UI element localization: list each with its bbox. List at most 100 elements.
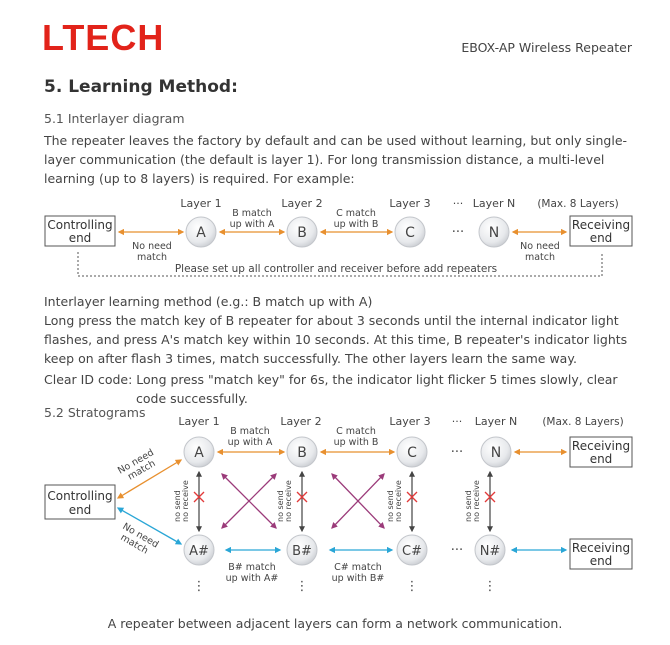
svg-text:C#: C#	[402, 544, 422, 559]
svg-text:no receive: no receive	[284, 480, 293, 522]
layer-n-label: Layer N	[473, 197, 515, 210]
svg-text:⋮: ⋮	[296, 579, 309, 594]
clear-id-line: Clear ID code: Long press "match key" fo…	[44, 372, 618, 387]
svg-text:C: C	[407, 445, 417, 461]
svg-text:N#: N#	[480, 544, 501, 559]
svg-text:up with A: up with A	[230, 219, 275, 230]
svg-text:Layer N: Layer N	[475, 415, 517, 428]
svg-text:No need: No need	[132, 241, 172, 252]
svg-text:end: end	[590, 231, 613, 245]
svg-text:no receive: no receive	[472, 480, 481, 522]
repeater-node-a: A	[185, 216, 217, 248]
subsection-title-5-2: 5.2 Stratograms	[44, 405, 146, 420]
ellipsis: ···	[452, 225, 464, 240]
svg-text:match: match	[137, 252, 167, 263]
setup-bracket	[77, 252, 603, 277]
svg-text:···: ···	[453, 197, 464, 210]
repeater-node-b: B	[286, 216, 318, 248]
svg-text:no receive: no receive	[394, 480, 403, 522]
svg-text:Receiving: Receiving	[572, 439, 630, 453]
svg-text:Layer 2: Layer 2	[280, 415, 321, 428]
svg-text:···: ···	[451, 543, 463, 558]
svg-text:up with A#: up with A#	[226, 573, 279, 584]
method-title: Interlayer learning method (e.g.: B matc…	[44, 294, 373, 309]
svg-text:B match: B match	[232, 208, 272, 219]
svg-text:⋮: ⋮	[406, 579, 419, 594]
red-cross-marks	[193, 491, 496, 503]
svg-text:···: ···	[451, 445, 463, 460]
repeater-node-b-hash: B#	[286, 534, 318, 566]
svg-text:up with A: up with A	[228, 437, 273, 448]
svg-text:C match: C match	[336, 208, 376, 219]
layer-1-label: Layer 1	[180, 197, 221, 210]
intro-paragraph: The repeater leaves the factory by defau…	[44, 133, 628, 186]
svg-text:end: end	[69, 503, 92, 517]
svg-text:Layer 1: Layer 1	[178, 415, 219, 428]
svg-text:no send: no send	[276, 490, 285, 522]
blue-arrows	[116, 507, 568, 554]
svg-text:no send: no send	[173, 490, 182, 522]
repeater-node-b: B	[286, 436, 318, 468]
svg-text:match: match	[525, 252, 555, 263]
svg-text:(Max. 8 Layers): (Max. 8 Layers)	[542, 416, 623, 428]
controlling-end-box: Controlling end	[44, 215, 116, 247]
repeater-node-n: N	[480, 436, 512, 468]
receiving-end-box-top: Receiving end	[569, 436, 633, 468]
svg-text:up with B#: up with B#	[332, 573, 385, 584]
svg-text:N: N	[491, 445, 501, 461]
svg-text:no send: no send	[386, 490, 395, 522]
svg-text:up with B: up with B	[334, 437, 379, 448]
svg-text:C: C	[405, 225, 415, 241]
svg-text:end: end	[69, 231, 92, 245]
repeater-node-c-hash: C#	[396, 534, 428, 566]
receiving-end-box: Receiving end	[569, 215, 633, 247]
svg-text:Controlling: Controlling	[47, 218, 112, 232]
subsection-title-5-1: 5.1 Interlayer diagram	[44, 111, 185, 126]
product-name: EBOX-AP Wireless Repeater	[461, 40, 632, 55]
svg-text:C# match: C# match	[334, 562, 382, 573]
svg-text:Controlling: Controlling	[47, 489, 112, 503]
layer-2-label: Layer 2	[281, 197, 322, 210]
svg-text:up with B: up with B	[334, 219, 379, 230]
svg-text:no receive: no receive	[181, 480, 190, 522]
interlayer-diagram: Controlling end Receiving end Layer 1 La…	[44, 197, 633, 277]
method-block: Interlayer learning method (e.g.: B matc…	[44, 292, 644, 408]
svg-text:B: B	[297, 445, 307, 461]
svg-text:Layer 3: Layer 3	[389, 415, 430, 428]
svg-text:···: ···	[452, 415, 463, 428]
svg-text:B: B	[297, 225, 307, 241]
svg-text:A: A	[196, 225, 206, 241]
receiving-end-box-bottom: Receiving end	[569, 538, 633, 570]
svg-text:no send: no send	[464, 490, 473, 522]
svg-text:C match: C match	[336, 426, 376, 437]
clear-id-line-2: code successfully.	[136, 391, 248, 406]
repeater-node-n-hash: N#	[474, 534, 506, 566]
svg-text:A#: A#	[189, 544, 209, 559]
svg-text:⋮: ⋮	[193, 579, 206, 594]
svg-text:end: end	[590, 452, 613, 466]
svg-text:end: end	[590, 554, 613, 568]
svg-text:Receiving: Receiving	[572, 541, 630, 555]
ltech-logo: LTECH	[42, 17, 165, 58]
setup-note: Please set up all controller and receive…	[175, 263, 497, 275]
svg-text:N: N	[489, 225, 499, 241]
method-text: Long press the match key of B repeater f…	[44, 313, 628, 366]
svg-text:A: A	[194, 445, 204, 461]
svg-text:No need: No need	[520, 241, 560, 252]
section-title: 5. Learning Method:	[44, 77, 238, 97]
repeater-node-a: A	[183, 436, 215, 468]
repeater-node-c: C	[394, 216, 426, 248]
footer-note: A repeater between adjacent layers can f…	[107, 616, 563, 631]
controlling-end-box: Controlling end	[44, 484, 116, 520]
repeater-node-a-hash: A#	[183, 534, 215, 566]
max-layers-label: (Max. 8 Layers)	[537, 198, 618, 210]
repeater-node-n: N	[478, 216, 510, 248]
svg-text:B match: B match	[230, 426, 270, 437]
vertical-blocked-arrows	[196, 470, 493, 533]
svg-text:⋮: ⋮	[484, 579, 497, 594]
svg-text:Receiving: Receiving	[572, 218, 630, 232]
purple-cross-arrows	[221, 473, 385, 529]
stratogram-diagram: Layer 1 Layer 2 Layer 3 Layer N ··· (Max…	[44, 415, 633, 594]
svg-text:B#: B#	[292, 544, 312, 559]
layer-3-label: Layer 3	[389, 197, 430, 210]
